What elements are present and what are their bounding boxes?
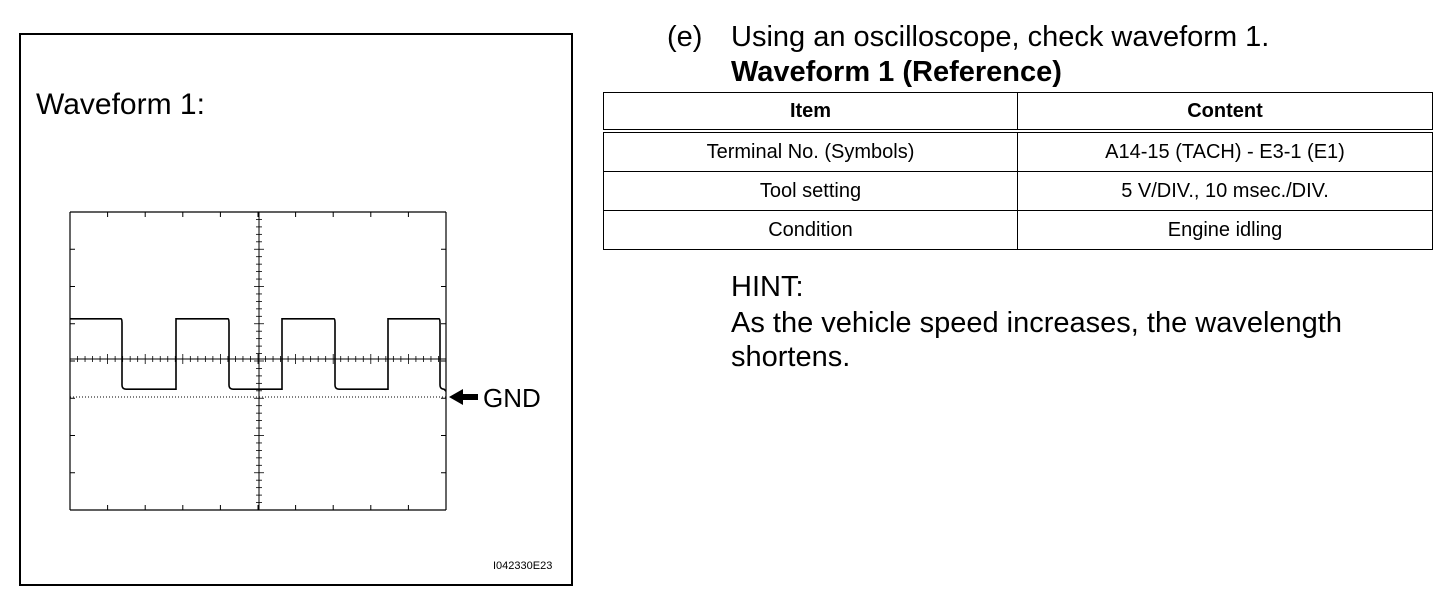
table-title: Waveform 1 (Reference) bbox=[731, 56, 1062, 88]
row-content: A14-15 (TACH) - E3-1 (E1) bbox=[1017, 130, 1433, 172]
waveform-figure bbox=[19, 33, 573, 586]
figure-id: I042330E23 bbox=[493, 560, 553, 572]
figure-title: Waveform 1: bbox=[36, 88, 205, 121]
table-row: Terminal No. (Symbols) A14-15 (TACH) - E… bbox=[603, 130, 1433, 172]
step-instruction: Using an oscilloscope, check waveform 1. bbox=[731, 21, 1270, 53]
hint-text: As the vehicle speed increases, the wave… bbox=[731, 307, 1342, 373]
step-marker: (e) bbox=[667, 21, 703, 53]
row-item: Condition bbox=[603, 210, 1018, 250]
table-row: Condition Engine idling bbox=[603, 210, 1433, 250]
row-content: 5 V/DIV., 10 msec./DIV. bbox=[1017, 171, 1433, 211]
waveform-spec-table: Item Content Terminal No. (Symbols) A14-… bbox=[603, 92, 1433, 250]
table-header-row: Item Content bbox=[603, 92, 1433, 132]
row-item: Terminal No. (Symbols) bbox=[603, 130, 1018, 172]
header-content: Content bbox=[1017, 92, 1433, 132]
row-item: Tool setting bbox=[603, 171, 1018, 211]
table-row: Tool setting 5 V/DIV., 10 msec./DIV. bbox=[603, 171, 1433, 211]
row-content: Engine idling bbox=[1017, 210, 1433, 250]
header-item: Item bbox=[603, 92, 1018, 132]
square-waveform bbox=[70, 317, 447, 392]
hint-label: HINT: bbox=[731, 271, 804, 303]
graticule bbox=[69, 211, 447, 511]
gnd-label: GND bbox=[483, 383, 541, 413]
gnd-arrow-icon bbox=[449, 389, 478, 405]
